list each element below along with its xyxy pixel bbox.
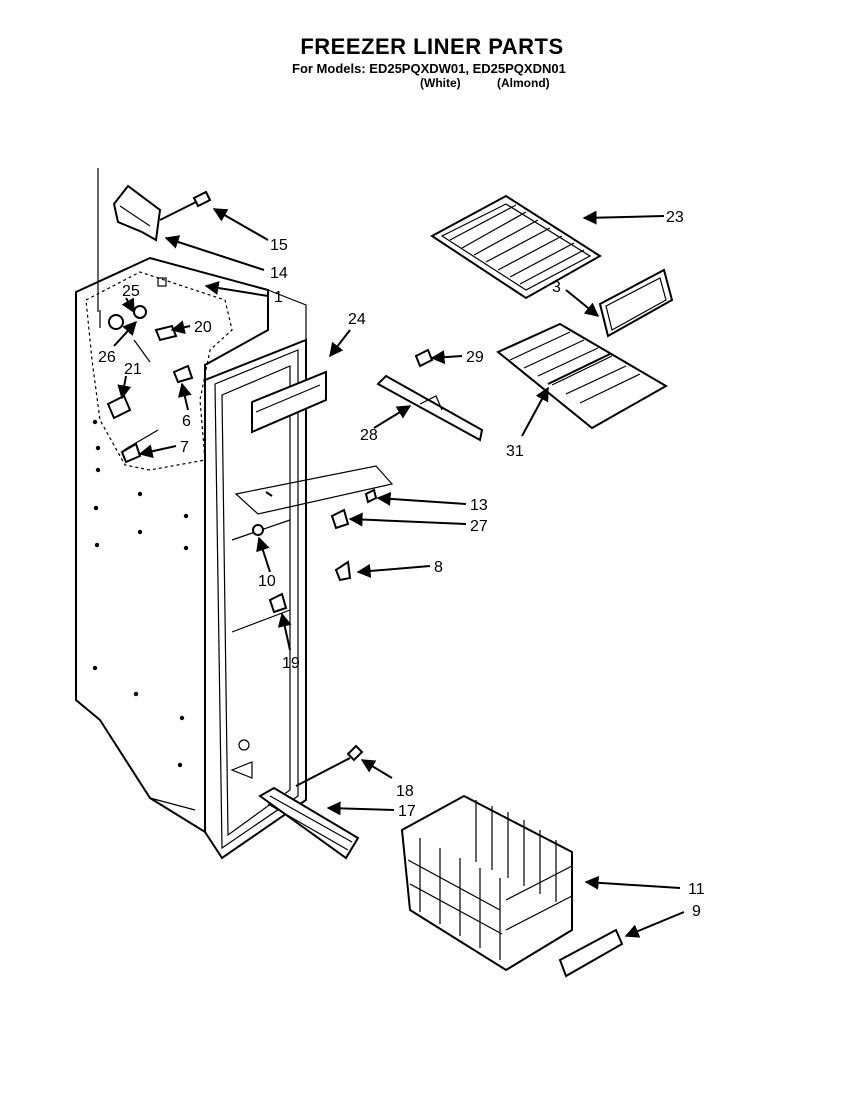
part-26-knob — [108, 314, 124, 330]
callout-11: 11 — [688, 881, 705, 898]
shelf-support-part-28 — [376, 374, 484, 442]
liner-holes — [92, 419, 189, 768]
callout-23: 23 — [666, 209, 684, 226]
part-25-knob — [133, 305, 147, 319]
part-19 — [268, 592, 288, 614]
callout-8: 8 — [434, 559, 443, 576]
callout-17: 17 — [398, 803, 416, 820]
callout-15: 15 — [270, 237, 288, 254]
callout-28: 28 — [360, 427, 378, 444]
screw-part-18 — [295, 744, 364, 787]
part-27 — [330, 508, 350, 530]
callout-leaders — [113, 208, 685, 938]
shelf-frame-part-3 — [598, 268, 674, 338]
freezer-liner — [75, 256, 307, 860]
part-10 — [252, 524, 264, 536]
callout-26: 26 — [98, 349, 116, 366]
screw-part-29 — [414, 348, 434, 368]
trim-part-17 — [258, 786, 360, 860]
small-parts — [252, 488, 378, 614]
wire-shelf-part-31 — [496, 322, 669, 430]
part-8 — [334, 560, 352, 582]
callout-9: 9 — [692, 903, 701, 920]
part-6-clip — [172, 364, 194, 384]
callout-31: 31 — [506, 443, 524, 460]
duct-part-24 — [251, 370, 327, 434]
label-plate — [234, 465, 394, 515]
callout-7: 7 — [180, 439, 189, 456]
basket-front-part-9 — [558, 928, 624, 978]
bracket-part-14 — [97, 168, 162, 312]
callout-3: 3 — [552, 279, 561, 296]
callout-25: 25 — [122, 283, 140, 300]
callout-24: 24 — [348, 311, 366, 328]
callout-27: 27 — [470, 518, 488, 535]
models-line: For Models: ED25PQXDW01, ED25PQXDN01 — [292, 61, 566, 76]
variant-almond: (Almond) — [497, 76, 550, 90]
callout-14: 14 — [270, 265, 288, 282]
basket-part-11 — [400, 794, 573, 972]
callout-6: 6 — [182, 413, 191, 430]
callout-1: 1 — [274, 289, 283, 306]
variant-white: (White) — [420, 76, 461, 90]
part-13 — [364, 488, 378, 504]
screw-part-15 — [159, 190, 212, 221]
callout-29: 29 — [466, 349, 484, 366]
callout-10: 10 — [258, 573, 276, 590]
shelf-part-23 — [430, 194, 602, 300]
page-title: FREEZER LINER PARTS — [300, 34, 564, 59]
callout-20: 20 — [194, 319, 212, 336]
callout-13: 13 — [470, 497, 488, 514]
callout-19: 19 — [282, 655, 300, 672]
callout-21: 21 — [124, 361, 142, 378]
callout-labels: 15 14 1 23 3 24 20 25 26 21 6 7 29 28 31… — [98, 209, 705, 920]
callout-18: 18 — [396, 783, 414, 800]
